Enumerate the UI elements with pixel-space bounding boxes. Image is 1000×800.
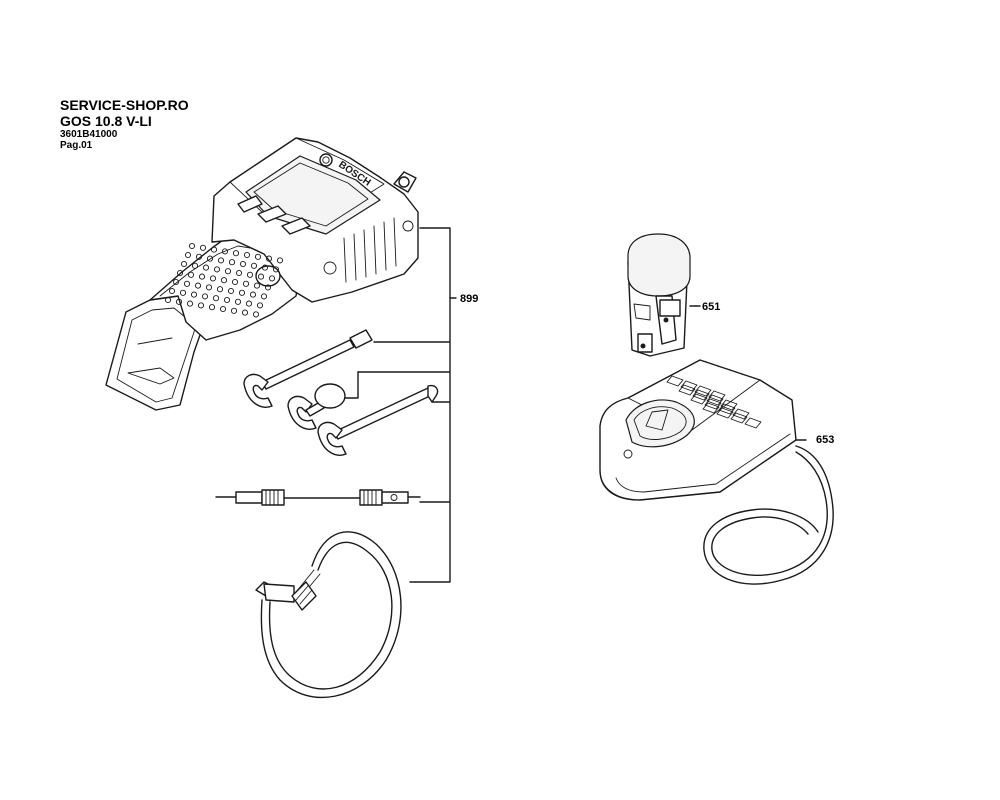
callout-label-899: 899 xyxy=(460,293,478,305)
callout-label-651: 651 xyxy=(702,301,720,313)
diagram-header: SERVICE-SHOP.RO GOS 10.8 V-LI 3601B41000… xyxy=(60,98,189,152)
page-number: Pag.01 xyxy=(60,140,93,151)
battery-pack xyxy=(627,233,701,357)
magnet-accessory xyxy=(317,384,439,456)
kit-bracket-899 xyxy=(335,227,457,583)
model-name: GOS 10.8 V-LI xyxy=(60,113,152,129)
inspection-camera-body: BOSCH xyxy=(105,137,419,411)
video-cable xyxy=(215,489,421,506)
grip-texture xyxy=(164,242,284,318)
part-number: 3601B41000 xyxy=(60,129,118,140)
mirror-accessory xyxy=(287,383,346,430)
shop-name: SERVICE-SHOP.RO xyxy=(60,97,189,113)
battery-charger xyxy=(599,359,834,585)
callout-label-653: 653 xyxy=(816,434,834,446)
camera-probe-cable xyxy=(255,531,402,699)
charger-vent-grid xyxy=(666,375,762,429)
hook-accessory xyxy=(243,329,373,408)
